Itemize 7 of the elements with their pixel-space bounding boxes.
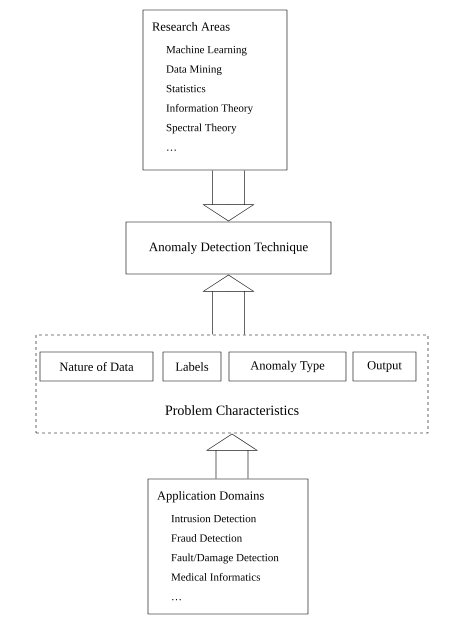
research-areas-box: Research Areas Machine Learning Data Mining Statistics Information Theory Spectral Theory …	[142, 10, 288, 170]
characteristic-box: Labels	[162, 352, 222, 382]
characteristic-box: Nature of Data	[40, 352, 154, 382]
technique-box: Anomaly Detection Technique	[126, 222, 332, 274]
characteristic-box: Anomaly Type	[228, 352, 346, 382]
characteristic-box: Output	[352, 352, 416, 382]
domains-box: Application Domains Intrusion Detection Fraud Detection Fault/Damage Detection Medical Informatics …	[148, 478, 308, 614]
